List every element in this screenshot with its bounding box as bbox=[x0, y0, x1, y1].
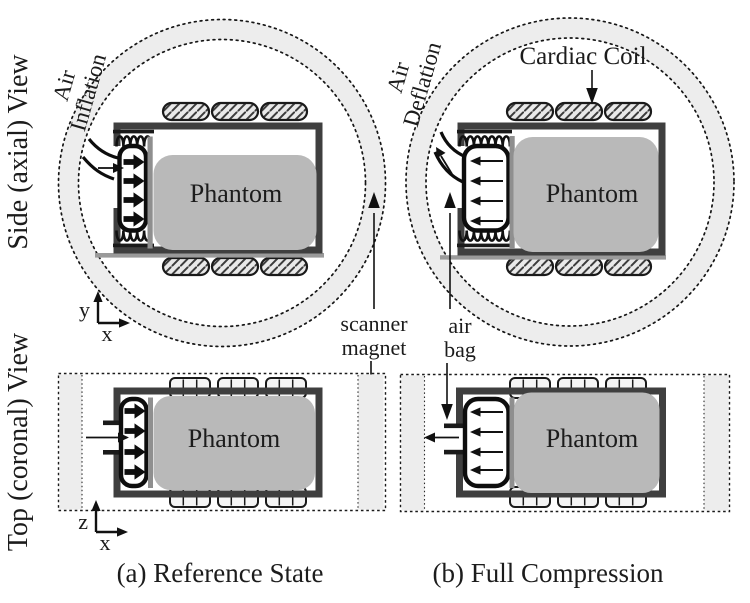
air-outflow-arrowhead bbox=[436, 147, 446, 159]
phantom-body bbox=[153, 155, 317, 250]
air-bag-body bbox=[461, 143, 511, 233]
caption-b: (b) Full Compression bbox=[432, 558, 664, 588]
inlet-channel-wall bbox=[444, 449, 463, 455]
inlet-channel-wall bbox=[103, 450, 123, 455]
frame-base-rail bbox=[95, 253, 324, 258]
scanner-magnet-line2: magnet bbox=[342, 335, 407, 360]
air-bag-line1: air bbox=[448, 313, 472, 338]
phantom-label: Phantom bbox=[190, 179, 282, 208]
air-bag-body bbox=[462, 396, 511, 489]
air-bag-arrowhead-down bbox=[441, 404, 453, 420]
annotation-air-bag: air bag bbox=[441, 192, 476, 420]
phantom-label: Phantom bbox=[188, 424, 280, 453]
cardiac-coil-element bbox=[603, 101, 653, 122]
air-outflow-arrowhead bbox=[424, 432, 435, 443]
axis-label-z: z bbox=[78, 509, 88, 534]
cardiac-coil-element bbox=[505, 256, 555, 277]
scanner-magnet-line1: scanner bbox=[340, 311, 408, 336]
axes-top-view: z x bbox=[78, 498, 130, 555]
cardiac-coil-element bbox=[554, 256, 604, 277]
frame-inlet-gap bbox=[452, 424, 464, 454]
frame-inlet-gap bbox=[109, 146, 121, 208]
frame-base-rail bbox=[440, 255, 666, 260]
cardiac-coil-element bbox=[210, 101, 260, 122]
air-tube-wall bbox=[81, 155, 115, 181]
coronal-bounds bbox=[57, 372, 387, 512]
top-view-b: Phantom bbox=[399, 373, 731, 513]
air-tube-wall bbox=[439, 131, 467, 159]
compression-plate bbox=[148, 397, 153, 488]
scanner-magnet-band bbox=[401, 375, 425, 511]
cardiac-coil-element bbox=[259, 256, 309, 277]
top-view-a: Phantom bbox=[57, 372, 387, 512]
side-view-b: Phantom bbox=[405, 17, 735, 347]
spring-rail bbox=[113, 243, 154, 248]
air-bag-body bbox=[117, 143, 149, 233]
axes-side-view: y x bbox=[79, 289, 132, 346]
frame-inlet-gap bbox=[453, 146, 465, 208]
cardiac-coil-element bbox=[161, 101, 211, 122]
cardiac-coil-element bbox=[161, 256, 211, 277]
axis-label-x: x bbox=[102, 321, 113, 346]
phantom-label: Phantom bbox=[546, 424, 638, 453]
cardiac-coil-element bbox=[259, 101, 309, 122]
side-view-a: Phantom bbox=[57, 18, 387, 348]
axis-label-x: x bbox=[100, 530, 111, 555]
spring-rail bbox=[457, 243, 512, 248]
air-bag-body bbox=[118, 396, 149, 489]
caption-a: (a) Reference State bbox=[117, 558, 324, 588]
air-outflow-arrow bbox=[440, 155, 453, 175]
inlet-channel-wall bbox=[103, 420, 123, 426]
scanner-magnet-band bbox=[358, 374, 384, 510]
phantom-body bbox=[514, 392, 660, 493]
cardiac-coil-label: Cardiac Coil bbox=[519, 43, 646, 70]
coronal-bounds bbox=[399, 373, 731, 513]
annotation-cardiac-coil: Cardiac Coil bbox=[519, 43, 647, 104]
inlet-channel-wall bbox=[444, 423, 463, 429]
compression-plate bbox=[509, 136, 515, 249]
axis-label-y: y bbox=[79, 297, 90, 322]
scanner-magnet-band bbox=[59, 374, 82, 510]
spring-rail bbox=[113, 129, 154, 134]
phantom-label: Phantom bbox=[546, 179, 638, 208]
phantom-body bbox=[153, 396, 315, 490]
scanner-magnet-band bbox=[704, 375, 729, 511]
compression-plate bbox=[147, 136, 153, 249]
compression-plate bbox=[509, 397, 515, 488]
air-tube-wall bbox=[87, 137, 119, 160]
cardiac-coil-element bbox=[505, 101, 555, 122]
cardiac-coil-element bbox=[210, 256, 260, 277]
annotation-scanner-magnet: scanner magnet bbox=[340, 192, 408, 419]
row-label-side-view: Side (axial) View bbox=[3, 54, 34, 250]
spring-rail bbox=[457, 129, 512, 134]
row-label-top-view: Top (coronal) View bbox=[3, 332, 34, 551]
air-tube-wall bbox=[433, 151, 464, 184]
cardiac-coil-element bbox=[603, 256, 653, 277]
cardiac-coil-element bbox=[554, 101, 604, 122]
phantom-body bbox=[513, 137, 659, 252]
air-bag-line2: bag bbox=[444, 337, 476, 362]
